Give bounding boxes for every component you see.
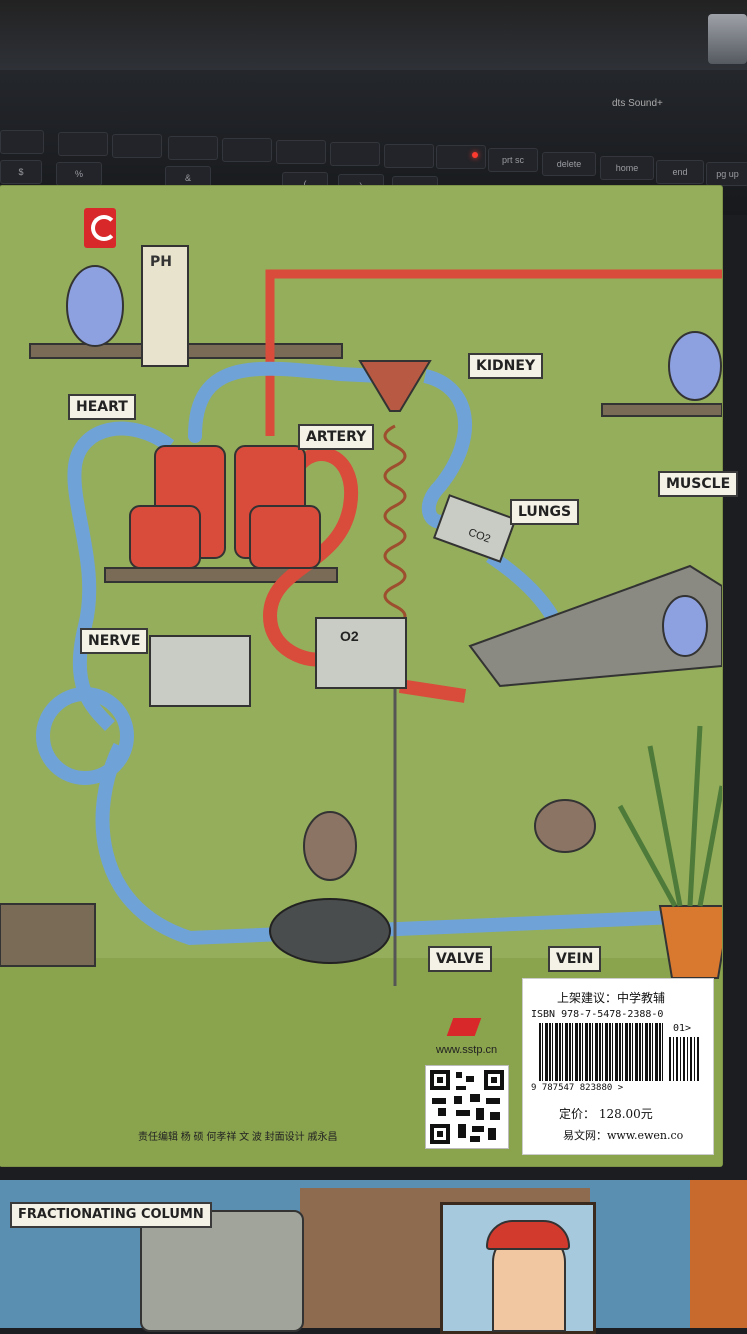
blue-pipe-lungs xyxy=(486,550,559,620)
key-fn9[interactable] xyxy=(436,145,486,169)
kidney-label: KIDNEY xyxy=(468,353,544,379)
lungs-label: LUNGS xyxy=(510,499,580,525)
isbn-text: ISBN 978-7-5478-2388-0 xyxy=(531,1009,664,1020)
blue-pipe-kidney xyxy=(421,369,472,529)
artery-label: ARTERY xyxy=(298,424,375,450)
blue-character-right xyxy=(668,331,722,401)
publisher-website: www.sstp.cn xyxy=(436,1044,498,1056)
qr-code[interactable] xyxy=(425,1065,509,1149)
barcode-addon: 01> xyxy=(673,1023,692,1034)
mouse-running xyxy=(534,799,596,853)
red-pipe-muscle xyxy=(398,679,467,703)
blue-character-muscle xyxy=(662,595,708,657)
blue-pipe-heart xyxy=(188,361,387,443)
key-percent[interactable]: % xyxy=(56,162,102,186)
heart-label: HEART xyxy=(68,394,136,420)
co2-device xyxy=(432,494,517,563)
blue-pipe-ring xyxy=(36,687,134,785)
valve-machine xyxy=(269,898,391,964)
key-fn1[interactable] xyxy=(0,130,44,154)
o2-label: O2 xyxy=(340,628,359,644)
nerve-label: NERVE xyxy=(80,628,149,654)
logo-c-mark xyxy=(91,215,117,241)
second-book-right-edge xyxy=(690,1180,747,1328)
key-fn2[interactable] xyxy=(58,132,108,156)
barcode-digits: 9 787547 823880 > xyxy=(531,1083,624,1093)
mouse-rider xyxy=(303,811,357,881)
key-fn7[interactable] xyxy=(330,142,380,166)
key-prtsc[interactable]: prt sc xyxy=(488,148,538,172)
mute-led xyxy=(472,152,478,158)
second-book-machine xyxy=(140,1210,304,1332)
muscle-label: MUSCLE xyxy=(658,471,739,497)
laptop-bezel xyxy=(0,0,747,70)
key-delete[interactable]: delete xyxy=(542,152,596,176)
blue-pipe-bottom xyxy=(95,742,701,946)
price-label: 定价： 128.00元 xyxy=(559,1107,653,1121)
circulatory-machine-illustration xyxy=(0,245,722,986)
nerve-gauge xyxy=(149,635,251,707)
dts-badge: dts Sound+ xyxy=(612,98,663,109)
shelf-right xyxy=(601,403,722,417)
plant-leaves xyxy=(617,725,722,908)
ph-label: PH xyxy=(150,254,172,270)
key-fn6[interactable] xyxy=(276,140,326,164)
second-book-cap xyxy=(486,1220,570,1250)
key-pgup[interactable]: pg up xyxy=(706,162,747,186)
o2-box xyxy=(315,617,407,689)
key-fn3[interactable] xyxy=(112,134,162,158)
red-pipe-top xyxy=(265,269,722,366)
kidney-funnel xyxy=(358,360,432,412)
qr-pattern xyxy=(430,1070,504,1144)
key-home[interactable]: home xyxy=(600,156,654,180)
book-credits: 责任编辑 杨 硕 何孝祥 文 波 封面设计 戚永昌 xyxy=(138,1132,338,1143)
seller-website: 易文网：www.ewen.co xyxy=(563,1129,684,1142)
barcode-bars xyxy=(539,1023,663,1081)
heart-coils xyxy=(129,445,321,569)
shelf-suggestion: 上架建议：中学教辅 xyxy=(557,991,666,1005)
base-block xyxy=(0,903,96,967)
ph-meter xyxy=(141,245,189,367)
key-dollar[interactable]: $ xyxy=(0,160,42,184)
fractionating-column-label: FRACTIONATING COLUMN xyxy=(10,1202,212,1228)
key-fn5[interactable] xyxy=(222,138,272,162)
laptop-keyboard: dts Sound+ prt sc delete home end pg up … xyxy=(0,0,747,215)
hinge-silver xyxy=(708,14,747,64)
blue-pipe-left-loop xyxy=(67,421,175,731)
second-book-cover: FRACTIONATING COLUMN xyxy=(0,1180,690,1334)
lung-bellows xyxy=(468,564,722,688)
barcode-sticker: 上架建议：中学教辅 ISBN 978-7-5478-2388-0 01> 9 7… xyxy=(522,978,714,1155)
key-fn8[interactable] xyxy=(384,144,434,168)
plant-pot xyxy=(658,905,722,979)
publisher-logo xyxy=(84,208,117,248)
blue-character-left xyxy=(66,265,124,347)
vein-label: VEIN xyxy=(548,946,602,972)
addon-bars xyxy=(669,1037,701,1081)
key-end[interactable]: end xyxy=(656,160,704,184)
valve-label: VALVE xyxy=(428,946,493,972)
key-fn4[interactable] xyxy=(168,136,218,160)
